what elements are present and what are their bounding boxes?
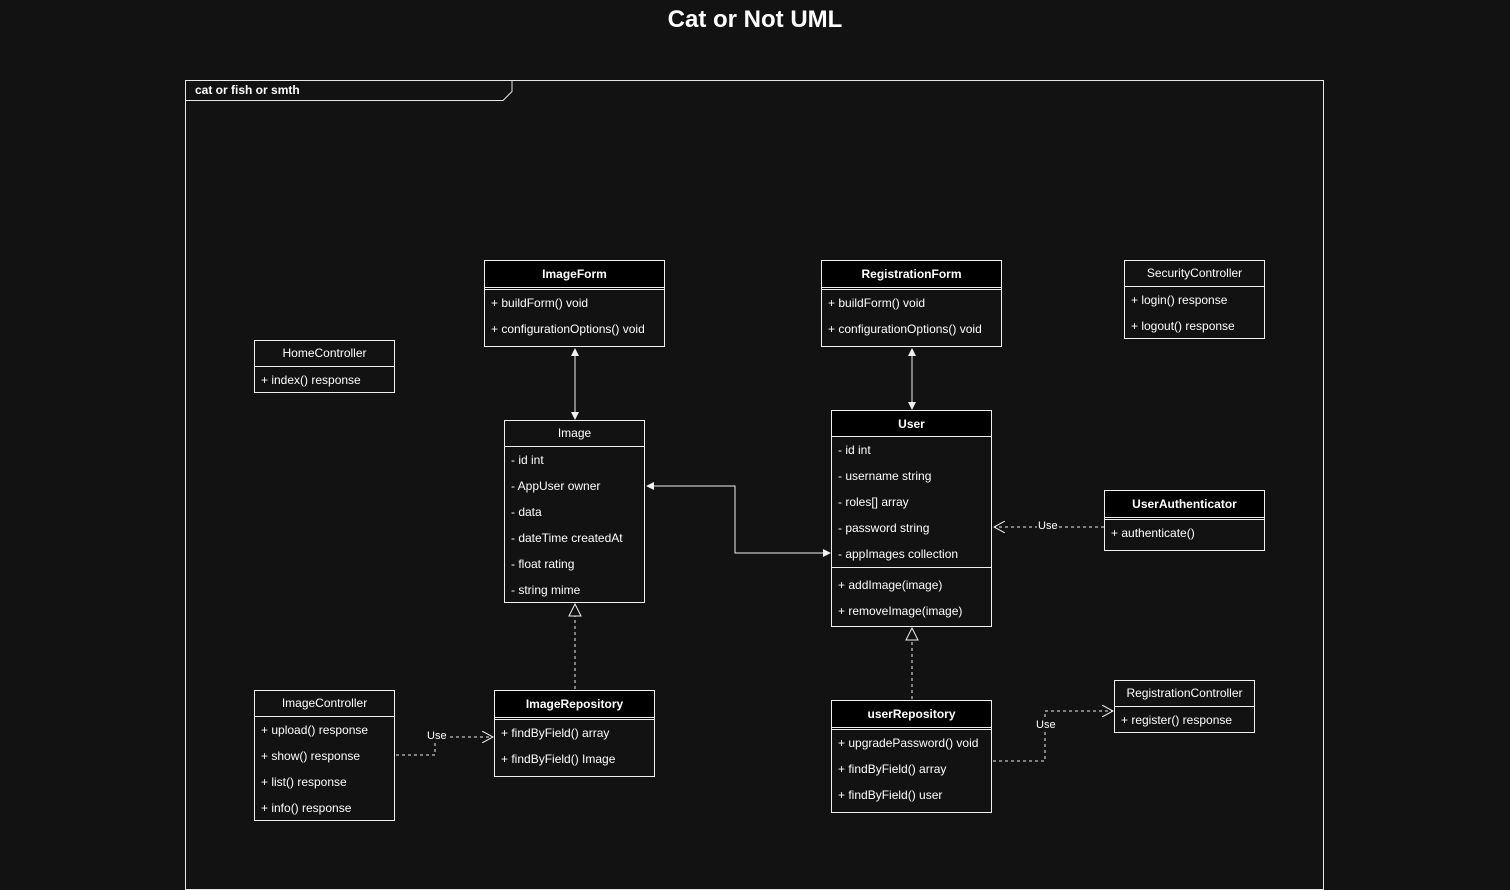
use-label-registration: Use <box>1035 719 1057 731</box>
operation: + list() response <box>261 775 347 789</box>
attribute: - id int <box>511 453 544 467</box>
operation: + configurationOptions() void <box>828 322 982 336</box>
operation: + findByField() array <box>501 726 610 740</box>
class-name: RegistrationForm <box>822 261 1001 290</box>
attribute: - password string <box>838 521 930 535</box>
class-name: userRepository <box>832 701 991 730</box>
attribute: - appImages collection <box>838 547 959 561</box>
diagram-title: Cat or Not UML <box>667 6 843 33</box>
use-label-auth: Use <box>1037 520 1059 532</box>
operation: + buildForm() void <box>491 296 589 310</box>
attribute: - float rating <box>511 557 575 571</box>
use-controller-repo <box>396 737 493 756</box>
attribute: - dateTime createdAt <box>511 531 623 545</box>
operation: + logout() response <box>1131 319 1235 333</box>
attribute: - roles[] array <box>838 495 909 509</box>
class-imagecontroller[interactable]: ImageController + upload() response + sh… <box>254 690 395 821</box>
operation: + index() response <box>261 373 361 387</box>
class-name: Image <box>505 421 644 447</box>
operation: + configurationOptions() void <box>491 322 645 336</box>
class-registrationform[interactable]: RegistrationForm + buildForm() void + co… <box>821 260 1002 347</box>
class-userauthenticator[interactable]: UserAuthenticator + authenticate() <box>1104 490 1265 551</box>
operation: + upgradePassword() void <box>838 736 979 750</box>
operation: + findByField() array <box>838 762 947 776</box>
class-securitycontroller[interactable]: SecurityController + login() response + … <box>1124 260 1265 339</box>
attribute: - id int <box>838 443 871 457</box>
class-imageform[interactable]: ImageForm + buildForm() void + configura… <box>484 260 665 347</box>
operation: + upload() response <box>261 723 369 737</box>
class-name: ImageController <box>255 691 394 717</box>
operation: + addImage(image) <box>838 578 943 592</box>
class-image[interactable]: Image - id int - AppUser owner - data - … <box>504 420 645 603</box>
operation: + register() response <box>1121 713 1233 727</box>
class-registrationcontroller[interactable]: RegistrationController + register() resp… <box>1114 680 1255 733</box>
operation: + buildForm() void <box>828 296 926 310</box>
class-name: User <box>832 411 991 437</box>
operation: + info() response <box>261 801 352 815</box>
attribute: - string mime <box>511 583 581 597</box>
class-name: RegistrationController <box>1115 681 1254 707</box>
class-name: UserAuthenticator <box>1105 491 1264 520</box>
attribute: - username string <box>838 469 932 483</box>
operation: + findByField() user <box>838 788 943 802</box>
frame-tab <box>185 80 513 101</box>
operation: + removeImage(image) <box>838 604 963 618</box>
class-name: SecurityController <box>1125 261 1264 287</box>
operation: + findByField() Image <box>501 752 616 766</box>
class-name: HomeController <box>255 341 394 367</box>
attribute: - AppUser owner <box>511 479 601 493</box>
class-name: ImageRepository <box>495 691 654 720</box>
class-name: ImageForm <box>485 261 664 290</box>
operation: + authenticate() <box>1111 526 1195 540</box>
frame-label: cat or fish or smth <box>195 83 300 97</box>
class-homecontroller[interactable]: HomeController + index() response <box>254 340 395 393</box>
use-userrepo-registration <box>993 711 1113 762</box>
class-imagerepository[interactable]: ImageRepository + findByField() array + … <box>494 690 655 777</box>
class-userrepository[interactable]: userRepository + upgradePassword() void … <box>831 700 992 813</box>
use-label-image: Use <box>426 730 448 742</box>
class-user[interactable]: User - id int - username string - roles[… <box>831 410 992 627</box>
compartment-divider <box>832 567 991 572</box>
attribute: - data <box>511 505 542 519</box>
assoc-image-user <box>646 482 831 557</box>
operation: + login() response <box>1131 293 1228 307</box>
operation: + show() response <box>261 749 361 763</box>
